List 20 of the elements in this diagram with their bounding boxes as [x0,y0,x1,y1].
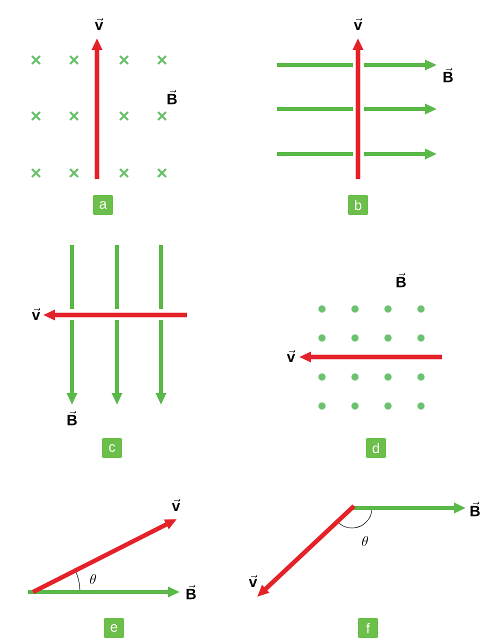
panel-badge: e [104,618,124,638]
panel-badge: c [102,438,122,458]
vector-label: $\vec{\mathbf{v}}$ [354,18,362,30]
vector-label: $\vec{\mathbf{B}}$ [470,502,480,516]
vector-label: $\vec{\mathbf{B}}$ [444,68,453,82]
panel-badge: d [366,438,386,458]
vector-label: $\vec{\mathbf{v}}$ [32,308,40,320]
panel-badge: f [358,618,378,638]
vector-label: $\vec{\mathbf{B}}$ [186,584,196,600]
vector-label: $\vec{\mathbf{v}}$ [286,350,296,362]
panel-badge: a [93,195,113,215]
vector-label: $\vec{\mathbf{B}}$ [168,90,177,104]
vector-label: $\vec{\mathbf{B}}$ [396,272,406,288]
vector-label: $\vec{\mathbf{B}}$ [68,410,77,426]
vector-label: $\vec{\mathbf{v}}$ [248,575,258,587]
vector-label: $\vec{\mathbf{v}}$ [172,499,180,511]
vector-label: $\vec{\mathbf{v}}$ [94,18,104,30]
angle-label: $\theta$ [362,536,368,546]
panel-badge: b [348,195,368,215]
angle-label: $\theta$ [90,574,96,584]
